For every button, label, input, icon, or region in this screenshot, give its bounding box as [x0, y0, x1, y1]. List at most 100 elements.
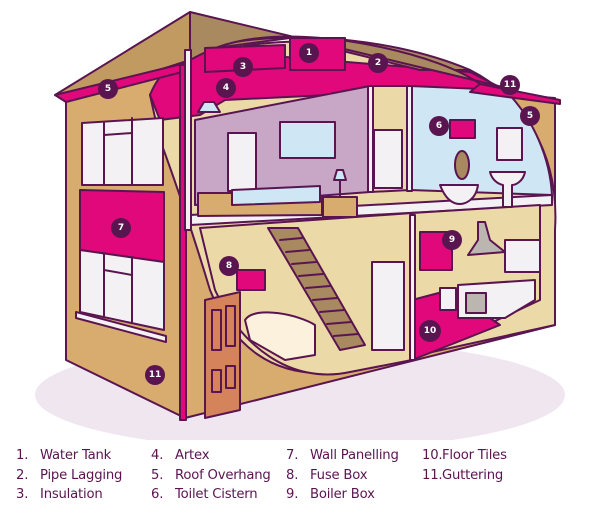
bedroom-door: [227, 132, 257, 192]
svg-text:3: 3: [240, 62, 246, 72]
legend-label: Artex: [175, 448, 210, 463]
legend-number: 1.: [16, 448, 29, 463]
legend-column-2: 4. Artex 5. Roof Overhang 6. Toilet Cistern: [151, 446, 271, 505]
legend-label: Wall Panelling: [310, 448, 399, 463]
legend-number: 7.: [286, 448, 299, 463]
svg-text:10: 10: [424, 326, 437, 336]
legend-item-roof-overhang: 5. Roof Overhang: [151, 466, 271, 486]
drain-pipe-left: [179, 64, 187, 421]
sofa: [244, 311, 316, 361]
window-upper: [81, 117, 164, 186]
hall-door: [373, 129, 403, 189]
badge-wall-panelling: 7: [111, 218, 131, 238]
legend-item-pipe-lagging: 2. Pipe Lagging: [16, 466, 122, 486]
window-lower: [79, 249, 165, 331]
legend-item-guttering: 11.Guttering: [422, 466, 507, 486]
badge-fuse-box: 8: [219, 256, 239, 276]
bathroom-sink: [489, 171, 526, 208]
drain-pipe-white: [184, 49, 192, 231]
badge-insulation: 3: [233, 57, 253, 77]
svg-text:2: 2: [375, 58, 381, 68]
legend-number: 9.: [286, 487, 299, 502]
legend-label: Insulation: [40, 487, 103, 502]
legend-item-floor-tiles: 10.Floor Tiles: [422, 446, 507, 466]
living-door: [371, 261, 405, 351]
badge-toilet-cistern: 6: [429, 116, 449, 136]
badge-guttering-bottom: 11: [145, 365, 165, 385]
svg-text:8: 8: [226, 261, 232, 271]
legend-number: 3.: [16, 487, 29, 502]
legend-column-4: 10.Floor Tiles 11.Guttering: [422, 446, 507, 485]
legend-label: Pipe Lagging: [40, 467, 123, 483]
door-panel: [225, 365, 236, 389]
legend-item-toilet-cistern: 6. Toilet Cistern: [151, 485, 271, 505]
legend-item-boiler-box: 9. Boiler Box: [286, 485, 399, 505]
legend-number: 2.: [16, 467, 29, 483]
legend-label: Floor Tiles: [442, 448, 507, 463]
legend-label: Toilet Cistern: [175, 487, 258, 502]
svg-text:7: 7: [118, 223, 124, 233]
legend-number: 6.: [151, 487, 164, 502]
ceiling-lamp: [197, 101, 221, 113]
legend-column-3: 7. Wall Panelling 8.Fuse Box 9. Boiler Box: [286, 446, 399, 505]
legend-item-fuse-box: 8.Fuse Box: [286, 466, 399, 486]
window-frame: [103, 132, 133, 136]
legend-label: Water Tank: [40, 448, 112, 463]
kitchen-bin: [439, 287, 457, 311]
legend-number: 4.: [151, 448, 164, 463]
toilet-bowl: [439, 184, 479, 205]
door-panel: [225, 305, 236, 347]
legend-label: Guttering: [442, 467, 504, 483]
partition-column-2: [406, 85, 413, 192]
nightstand: [322, 196, 358, 218]
legend-item-artex: 4. Artex: [151, 446, 271, 466]
toilet-seat: [454, 150, 470, 180]
lamp-shade: [333, 169, 347, 181]
svg-text:5: 5: [527, 111, 533, 121]
bedroom-picture: [279, 121, 336, 159]
oven: [465, 292, 487, 314]
legend: 1. Water Tank 2. Pipe Lagging 3. Insulation…: [0, 446, 608, 524]
right-eave: [469, 83, 561, 105]
svg-text:11: 11: [504, 80, 517, 90]
legend-item-wall-panelling: 7. Wall Panelling: [286, 446, 399, 466]
legend-label: Roof Overhang: [175, 467, 271, 483]
svg-text:1: 1: [306, 48, 312, 58]
legend-item-water-tank: 1. Water Tank: [16, 446, 122, 466]
fuse-box: [236, 269, 266, 291]
badge-pipe-lagging: 2: [368, 53, 388, 73]
staircase: [267, 227, 366, 351]
svg-text:11: 11: [149, 370, 162, 380]
badge-guttering-top: 11: [500, 75, 520, 95]
stair-steps: [279, 237, 359, 337]
partition-column: [367, 85, 374, 193]
door-panel: [211, 309, 222, 351]
legend-label: Boiler Box: [310, 487, 375, 502]
svg-text:6: 6: [436, 121, 442, 131]
partition-column-3: [409, 214, 416, 361]
house-cutaway-illustration: 1 2 3 4 5 5 6 7 8 9 10 11 11: [35, 11, 565, 440]
toilet-cistern: [449, 119, 476, 139]
legend-number: 5.: [151, 467, 164, 483]
legend-number: 11.: [422, 467, 443, 483]
bed-sheet: [231, 185, 321, 206]
svg-text:5: 5: [105, 84, 111, 94]
legend-number: 10.: [422, 448, 443, 463]
badge-artex: 4: [216, 78, 236, 98]
svg-text:4: 4: [223, 83, 229, 93]
badge-water-tank: 1: [299, 43, 319, 63]
bathroom-window: [496, 127, 523, 161]
window-sill: [75, 311, 167, 343]
kitchen-cabinet: [504, 239, 541, 273]
door-panel: [211, 369, 222, 393]
badge-roof-overhang-left: 5: [98, 79, 118, 99]
svg-text:9: 9: [449, 235, 455, 245]
badge-floor-tiles: 10: [419, 320, 441, 342]
front-door: [204, 291, 241, 419]
badge-boiler-box: 9: [442, 230, 462, 250]
legend-number: 8.: [286, 467, 299, 483]
window-frame: [103, 269, 133, 276]
boiler-box: [419, 231, 453, 271]
legend-column-1: 1. Water Tank 2. Pipe Lagging 3. Insulation: [16, 446, 122, 505]
badge-roof-overhang-right: 5: [520, 106, 540, 126]
